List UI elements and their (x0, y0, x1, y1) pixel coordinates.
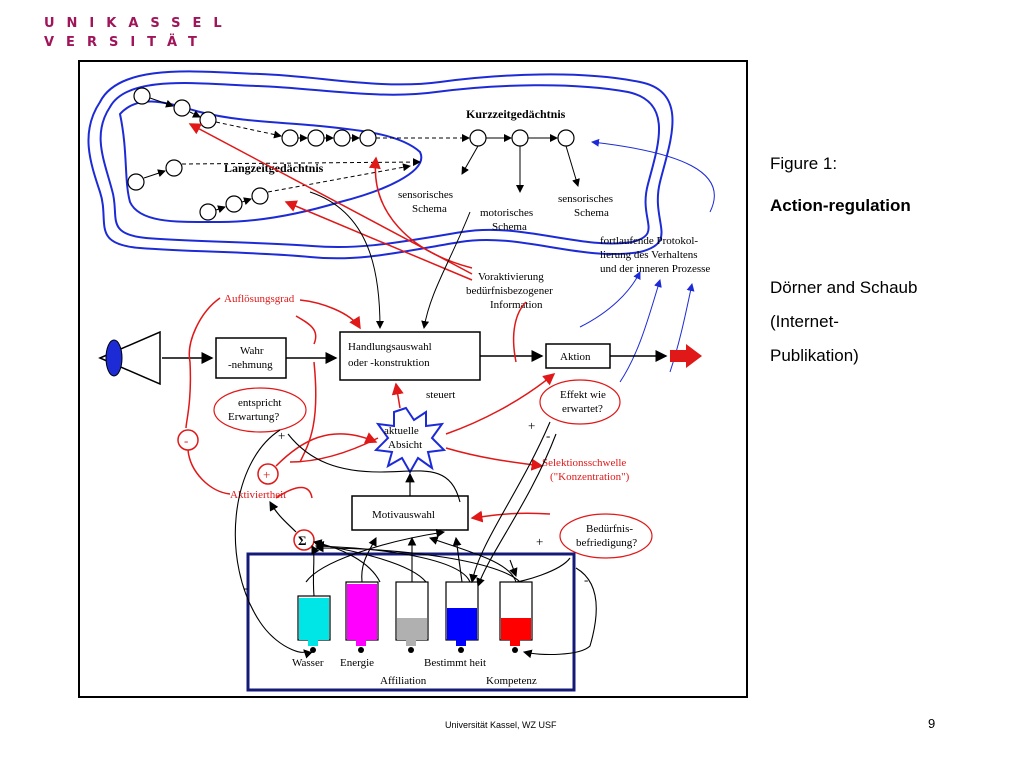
sens-schema-2-b: Schema (574, 207, 609, 219)
memory-nodes (127, 87, 575, 221)
sens-schema-2-a: sensorisches (558, 193, 613, 205)
aktiviertheit-arrows (187, 361, 378, 499)
erwartung-line-1: entspricht (238, 397, 281, 409)
sigma-label: Σ (298, 533, 307, 548)
diagram-svg: Kurzzeitgedächtnis Langzeitgedächtnis se… (87, 70, 715, 692)
tank-label-bestimmtheit: Bestimmt heit (424, 657, 486, 669)
university-logo: UNIKASSEL VERSITÄT (44, 14, 234, 52)
box-minus-right: - (584, 572, 588, 587)
tank-affiliation (395, 581, 429, 653)
effekt-bubble (539, 379, 621, 425)
page-number: 9 (928, 716, 936, 731)
effekt-line-1: Effekt wie (560, 389, 606, 401)
selektion-to-motiv (470, 510, 551, 523)
effekt-line-2: erwartet? (562, 403, 603, 415)
handlung-line-1: Handlungsauswahl (348, 341, 432, 353)
tank-label-energie: Energie (340, 657, 374, 669)
befriedigung-line-1: Bedürfnis- (586, 523, 633, 535)
aktion-label: Aktion (560, 351, 591, 363)
motor-schema-b: Schema (492, 221, 527, 233)
needs-box (246, 552, 576, 692)
erwartung-plus: + (278, 428, 285, 443)
absicht-line-2: Absicht (388, 439, 422, 451)
logo-line-1: UNIKASSEL (44, 16, 234, 31)
befriedigung-plus: + (536, 534, 543, 549)
sens-schema-1-b: Schema (412, 203, 447, 215)
erwartung-line-2: Erwartung? (228, 411, 279, 423)
tank-label-wasser: Wasser (292, 657, 324, 669)
memory-cloud (87, 70, 674, 260)
absicht-star (373, 406, 447, 475)
memory-to-handlung (309, 191, 471, 329)
plus-sign: + (263, 467, 270, 482)
aufloesung-label: Auflösungsgrad (224, 293, 295, 305)
plus-node (257, 463, 279, 485)
wahr-line-2: -nehmung (228, 359, 273, 371)
sens-schema-1-a: sensorisches (398, 189, 453, 201)
tank-energie (345, 581, 379, 653)
protokoll-line-2: lierung des Verhaltens (600, 249, 698, 261)
minus-sign: - (184, 433, 188, 448)
source-line-1: (Internet- (770, 312, 839, 331)
wahr-line-1: Wahr (240, 345, 264, 357)
aufloesung-arrows (185, 297, 361, 429)
absicht-line-1: aktuelle (384, 425, 419, 437)
tank-kompetenz (499, 581, 533, 653)
steuert-label: steuert (426, 389, 455, 401)
figure-label: Figure 1: (770, 154, 838, 173)
vorakt-line-3: Information (490, 299, 543, 311)
tank-bestimmtheit (445, 581, 479, 653)
eye-icon (98, 330, 161, 386)
aktiviertheit-label: Aktiviertheit (230, 489, 286, 501)
output-arrow-icon (670, 344, 702, 368)
handlung-box (339, 331, 481, 381)
handlung-line-2: oder -konstruktion (348, 357, 430, 369)
befriedigung-bubble (559, 513, 653, 559)
vorakt-arrows (188, 123, 473, 281)
protokoll-line-1: fortlaufende Protokol- (600, 235, 698, 247)
action-regulation-figure: Kurzzeitgedächtnis Langzeitgedächtnis se… (78, 60, 748, 698)
protokoll-line-3: und der inneren Prozesse (600, 263, 710, 275)
tank-arrows (234, 421, 597, 659)
author-line: Dörner and Schaub (770, 278, 918, 297)
effekt-plus: + (528, 418, 535, 433)
protokoll-arrows (579, 138, 715, 383)
vorakt-line-1: Voraktivierung (478, 271, 544, 283)
motor-schema-a: motorisches (480, 207, 533, 219)
tank-label-affiliation: Affiliation (380, 675, 427, 687)
erwartung-bubble (213, 387, 307, 433)
tank-wasser (297, 595, 331, 653)
box-minus-left: - (244, 580, 248, 595)
selektion-line-1: Selektionsschwelle (542, 457, 626, 469)
motivauswahl-label: Motivauswahl (372, 509, 435, 521)
source-line-2: Publikation) (770, 346, 859, 365)
effekt-minus: - (546, 428, 550, 443)
sigma-to-aktiviertheit (269, 500, 297, 533)
motivauswahl-box (351, 495, 469, 531)
footer-text: Universität Kassel, WZ USF (445, 720, 557, 730)
wahrnehmung-box (215, 337, 287, 379)
logo-line-2: VERSITÄT (44, 35, 209, 50)
selektion-line-2: ("Konzentration") (550, 471, 630, 483)
kurzzeit-label: Kurzzeitgedächtnis (466, 107, 566, 121)
aktion-box (545, 343, 611, 369)
befriedigung-line-2: befriedigung? (576, 537, 637, 549)
vorakt-line-2: bedürfnisbezogener (466, 285, 553, 297)
tank-label-kompetenz: Kompetenz (486, 675, 537, 687)
figure-title: Action-regulation (770, 196, 911, 215)
